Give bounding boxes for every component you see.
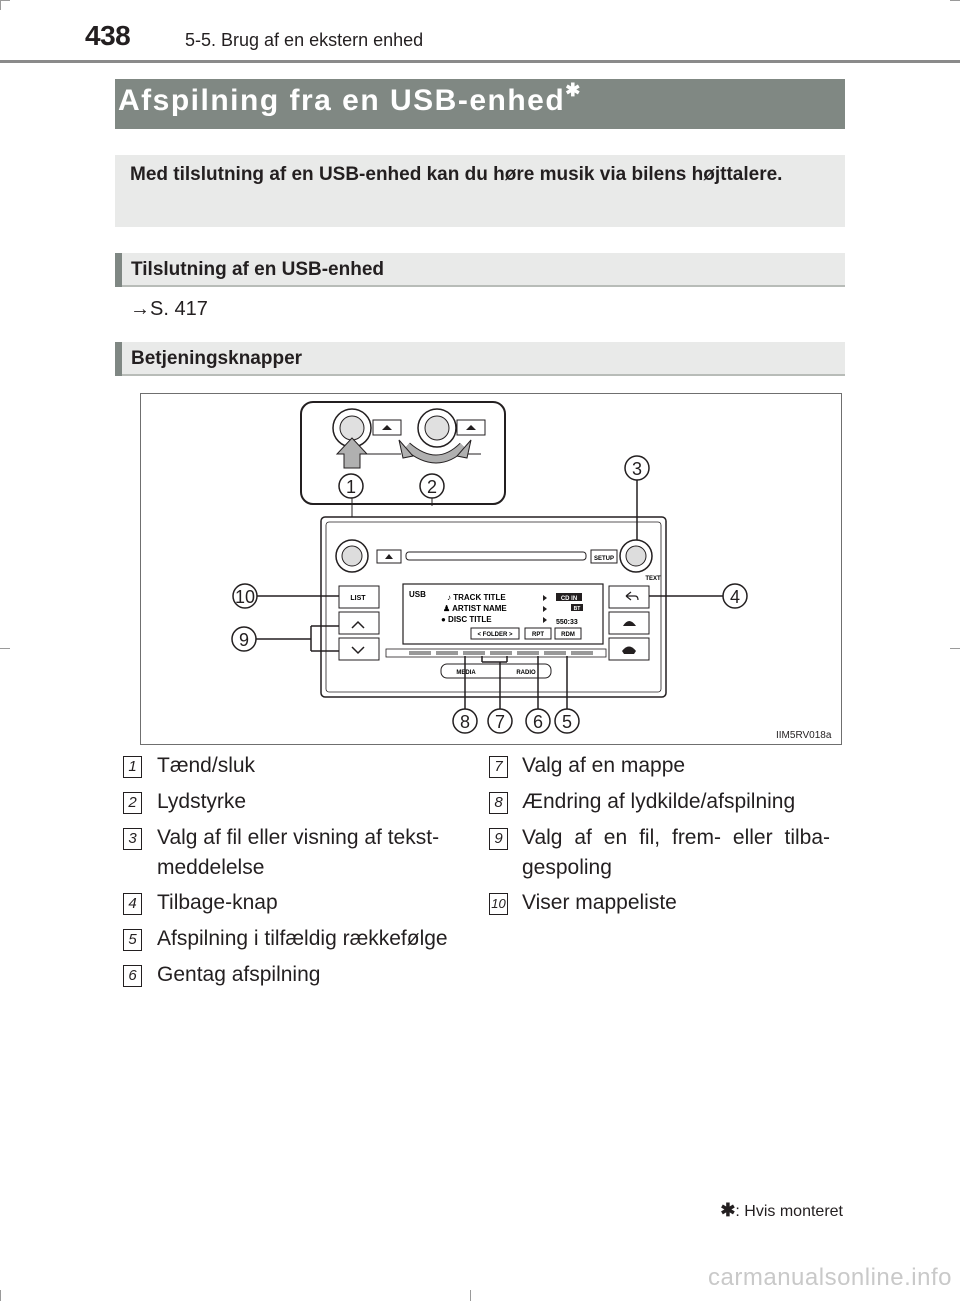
header-divider [0,60,960,63]
svg-text:CD IN: CD IN [561,596,577,602]
svg-text:8: 8 [460,712,470,732]
footnote: ✱: Hvis monteret [720,1200,843,1221]
item-label: Afspilning i tilfældig rækkefølge [157,927,448,950]
audio-panel-figure: 1 2 SETUP TEXT LIST [140,393,842,745]
item-number-badge: 6 [123,965,142,987]
crop-mark [950,648,960,649]
item-label-continued: meddelelse [157,856,265,879]
item-number-badge: 8 [489,792,508,814]
item-number-badge: 2 [123,792,142,814]
item-number-badge: 5 [123,929,142,951]
page-title: Afspilning fra en USB-enhed✱ [118,80,580,118]
svg-text:LIST: LIST [350,595,366,602]
svg-text:BT: BT [574,606,581,612]
crop-mark [0,0,10,1]
intro-box [115,155,845,227]
item-label: Ændring af lydkilde/afspilning [522,790,796,813]
svg-text:RPT: RPT [532,632,544,638]
connection-heading-box [115,253,845,287]
svg-text:< FOLDER >: < FOLDER > [477,632,513,638]
page-reference-link[interactable]: →S. 417 [130,298,208,320]
item-number-badge: 7 [489,756,508,778]
figure-caption: IIM5RV018a [776,730,832,741]
svg-text:RDM: RDM [561,632,575,638]
optional-star-icon: ✱ [565,80,581,100]
controls-heading-stripe [115,342,122,376]
svg-text:1: 1 [346,477,356,497]
svg-text:3: 3 [632,459,642,479]
footnote-star-icon: ✱ [720,1200,736,1220]
item-number-badge: 3 [123,828,142,850]
item-label: Lydstyrke [157,790,247,813]
audio-head-unit: SETUP TEXT LIST USB ♪ TRACK TITLE ♟ ARTI… [320,516,667,698]
crop-mark [470,1290,471,1301]
callout-numbers [231,455,748,734]
footnote-text: : Hvis monteret [735,1203,843,1220]
svg-text:USB: USB [409,590,426,599]
svg-text:♟ ARTIST NAME: ♟ ARTIST NAME [443,604,507,613]
item-label: Valg af en mappe [522,754,686,777]
item-label: Viser mappeliste [522,891,677,914]
item-label: Gentag afspilning [157,963,321,986]
page-title-text: Afspilning fra en USB-enhed [118,84,566,117]
title-bar [115,79,845,129]
connection-heading-stripe [115,253,122,287]
svg-text:6: 6 [533,712,543,732]
item-label: Tilbage-knap [157,891,278,914]
controls-heading-box [115,342,845,376]
crop-mark [0,1290,1,1301]
svg-text:9: 9 [239,630,249,650]
item-number-badge: 9 [489,828,508,850]
item-label: Tænd/sluk [157,754,256,777]
item-label: Valg af en fil, frem- eller tilba- [522,826,830,849]
item-number-badge: 10 [489,893,508,915]
svg-text:4: 4 [730,587,740,607]
item-label: Valg af fil eller visning af tekst- [157,826,440,849]
zoom-inset: 1 2 [300,401,506,544]
crop-mark [950,0,960,1]
svg-text:♪ TRACK TITLE: ♪ TRACK TITLE [447,593,506,602]
svg-text:● DISC TITLE: ● DISC TITLE [441,615,492,624]
svg-text:7: 7 [495,712,505,732]
item-label-continued: gespoling [522,856,612,879]
audio-panel-illustration: 1 2 SETUP TEXT LIST [231,401,748,734]
controls-heading: Betjeningsknapper [131,348,303,369]
crop-mark [0,0,1,10]
svg-text:10: 10 [235,587,255,607]
connection-heading: Tilslutning af en USB-enhed [131,259,384,280]
item-number-badge: 1 [123,756,142,778]
item-number-badge: 4 [123,893,142,915]
watermark: carmanualsonline.info [708,1264,952,1291]
svg-text:5: 5 [562,712,572,732]
crop-mark [0,648,10,649]
svg-text:2: 2 [427,477,437,497]
svg-text:RADIO: RADIO [516,670,536,676]
svg-text:SETUP: SETUP [594,556,614,562]
intro-text: Med tilslutning af en USB-enhed kan du h… [130,164,783,185]
svg-text:550:33: 550:33 [556,619,578,626]
section-breadcrumb: 5-5. Brug af en ekstern enhed [185,30,424,50]
svg-text:MEDIA: MEDIA [456,670,476,676]
page-number: 438 [85,20,131,51]
svg-text:TEXT: TEXT [645,576,661,582]
callout-labels: 3 10 4 9 8 7 6 5 [235,459,740,732]
